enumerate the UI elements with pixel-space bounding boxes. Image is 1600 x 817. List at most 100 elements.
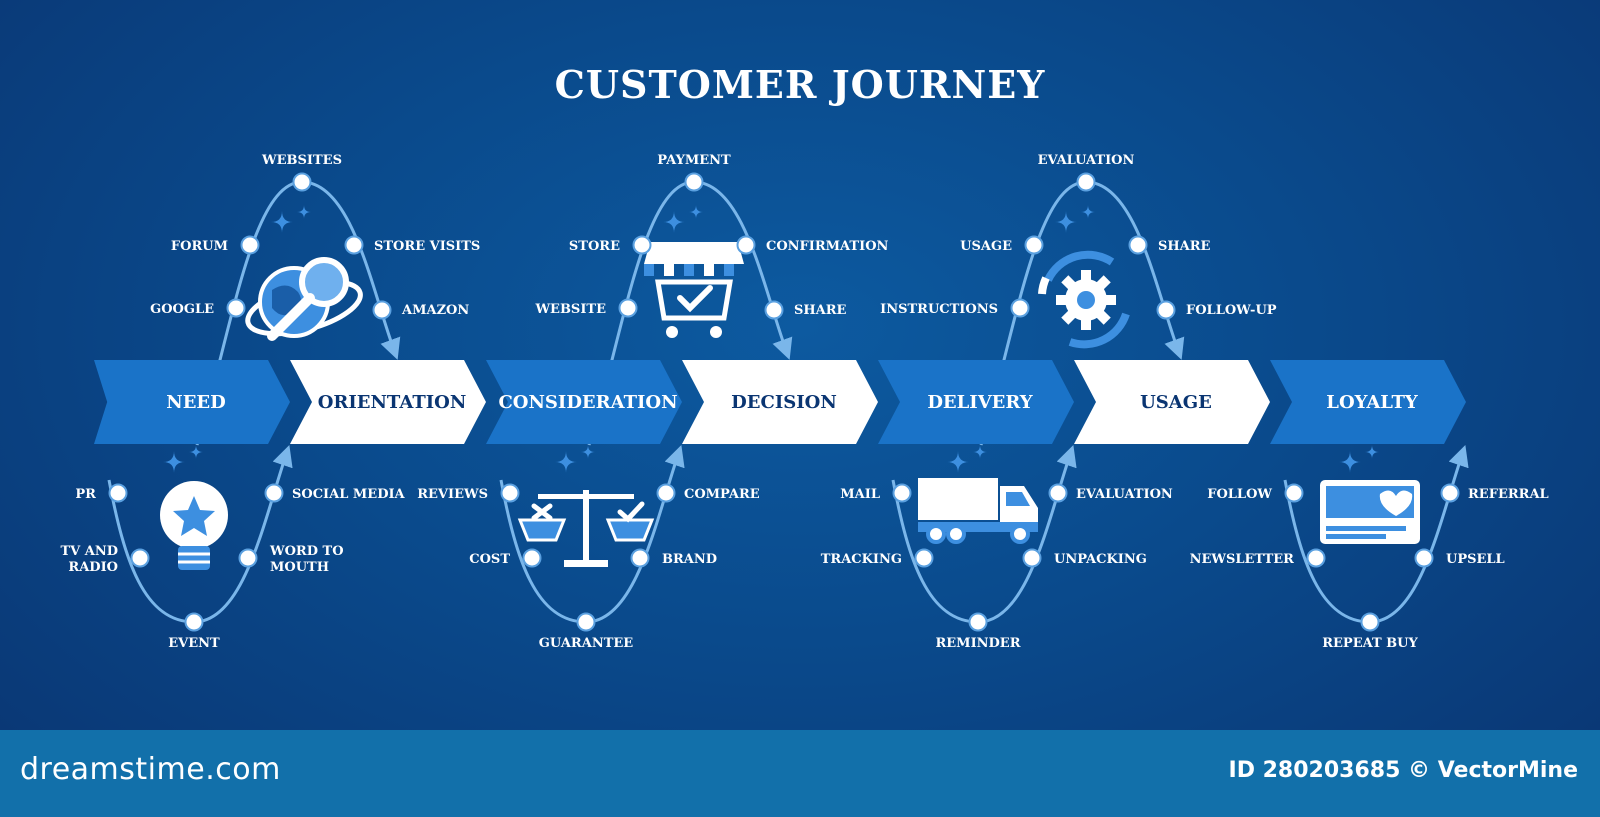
touchpoint-label: REMINDER: [935, 636, 1020, 651]
touchpoint-node: [1440, 483, 1460, 503]
touchpoint-label: GOOGLE: [150, 302, 214, 317]
touchpoint-node: [130, 548, 150, 568]
sparkle-icon: [297, 205, 311, 219]
touchpoint-label: WEBSITES: [261, 153, 342, 168]
touchpoint-node: [1306, 548, 1326, 568]
touchpoint-node: [292, 172, 312, 192]
touchpoint-node: [618, 298, 638, 318]
touchpoint-label: EVALUATION: [1076, 487, 1173, 502]
touchpoint-label: MAIL: [840, 487, 880, 502]
touchpoint-node: [264, 483, 284, 503]
touchpoint-label: FOLLOW-UP: [1186, 303, 1277, 318]
touchpoint-node: [500, 483, 520, 503]
sparkle-icon: [581, 445, 595, 459]
stage-label-need: NEED: [166, 392, 226, 413]
touchpoint-label: AMAZON: [401, 303, 469, 318]
touchpoint-label: FORUM: [171, 239, 228, 254]
touchpoint-label: SHARE: [1158, 239, 1211, 254]
lightbulb-star-icon: [160, 445, 228, 570]
touchpoint-node: [1414, 548, 1434, 568]
stage-label-orientation: ORIENTATION: [318, 392, 467, 413]
touchpoint-label: PR: [75, 487, 96, 502]
touchpoint-label: EVALUATION: [1038, 153, 1135, 168]
stage-chevron-need: [94, 360, 290, 444]
balance-scale-icon: [517, 445, 655, 567]
touchpoint-label: CONFIRMATION: [766, 239, 889, 254]
touchpoint-label: EVENT: [168, 636, 220, 651]
touchpoint-node: [736, 235, 756, 255]
touchpoint-label: SOCIAL MEDIA: [292, 487, 406, 502]
touchpoint-node: [968, 612, 988, 632]
sparkle-icon: [689, 205, 703, 219]
touchpoint-node: [656, 483, 676, 503]
stage-chevrons: NEED ORIENTATION CONSIDERATION DECISION DELI…: [94, 360, 1466, 444]
globe-magnifier-icon: [245, 205, 363, 341]
brand-logo-text: dreamstime.com: [20, 752, 281, 787]
touchpoint-label: WEBSITE: [534, 302, 606, 317]
touchpoint-label: NEWSLETTER: [1190, 552, 1295, 567]
stage-chevron-usage: [1074, 360, 1270, 444]
touchpoint-node: [344, 235, 364, 255]
touchpoint-node: [1128, 235, 1148, 255]
touchpoint-label: TRACKING: [821, 552, 902, 567]
stage-label-usage: USAGE: [1140, 392, 1212, 413]
touchpoint-label: REPEAT BUY: [1322, 636, 1418, 651]
sparkle-icon: [1081, 205, 1095, 219]
sparkle-icon: [1339, 451, 1361, 473]
sparkle-icon: [1055, 211, 1077, 233]
stage-label-delivery: DELIVERY: [927, 392, 1033, 413]
sparkle-icon: [973, 445, 987, 459]
page-title: CUSTOMER JOURNEY: [554, 62, 1046, 107]
stage-chevron-orientation: [290, 360, 486, 444]
stage-label-decision: DECISION: [731, 392, 837, 413]
touchpoint-label: GUARANTEE: [539, 636, 633, 651]
touchpoint-node: [1156, 300, 1176, 320]
touchpoint-node: [914, 548, 934, 568]
touchpoint-node: [630, 548, 650, 568]
sparkle-icon: [271, 211, 293, 233]
stage-chevron-consideration: [486, 360, 682, 444]
touchpoint-node: [1284, 483, 1304, 503]
stage-label-loyalty: LOYALTY: [1326, 392, 1419, 413]
touchpoint-node: [1022, 548, 1042, 568]
stage-chevron-delivery: [878, 360, 1074, 444]
touchpoint-node: [226, 298, 246, 318]
touchpoint-node: [184, 612, 204, 632]
sparkle-icon: [555, 451, 577, 473]
touchpoint-node: [238, 548, 258, 568]
touchpoint-node: [1076, 172, 1096, 192]
touchpoint-label: UNPACKING: [1054, 552, 1147, 567]
touchpoint-label: INSTRUCTIONS: [880, 302, 998, 317]
sparkle-icon: [947, 451, 969, 473]
stage-icons: [160, 205, 1420, 570]
touchpoint-label: STORE: [569, 239, 620, 254]
sparkle-icon: [163, 451, 185, 473]
sparkle-icon: [189, 445, 203, 459]
gear-cycle-icon: [1038, 205, 1130, 349]
touchpoint-label: REFERRAL: [1468, 487, 1549, 502]
touchpoint-node: [764, 300, 784, 320]
touchpoint-label: COST: [469, 552, 510, 567]
touchpoint-label: BRAND: [662, 552, 717, 567]
image-credit: ID 280203685 © VectorMine: [1228, 758, 1578, 783]
touchpoint-node: [372, 300, 392, 320]
journey-diagram: NEED ORIENTATION CONSIDERATION DECISION DELI…: [60, 153, 1548, 651]
touchpoint-label: REVIEWS: [417, 487, 488, 502]
touchpoint-node: [1360, 612, 1380, 632]
touchpoint-label: STORE VISITS: [374, 239, 480, 254]
touchpoint-node: [1024, 235, 1044, 255]
discount-card-icon: [1320, 445, 1420, 544]
touchpoint-label: SHARE: [794, 303, 847, 318]
touchpoint-node: [1048, 483, 1068, 503]
stage-label-consideration: CONSIDERATION: [498, 392, 677, 413]
touchpoint-node: [684, 172, 704, 192]
touchpoint-label: COMPARE: [684, 487, 760, 502]
touchpoint-node: [240, 235, 260, 255]
touchpoint-node: [108, 483, 128, 503]
stage-chevron-decision: [682, 360, 878, 444]
sparkle-icon: [1365, 445, 1379, 459]
